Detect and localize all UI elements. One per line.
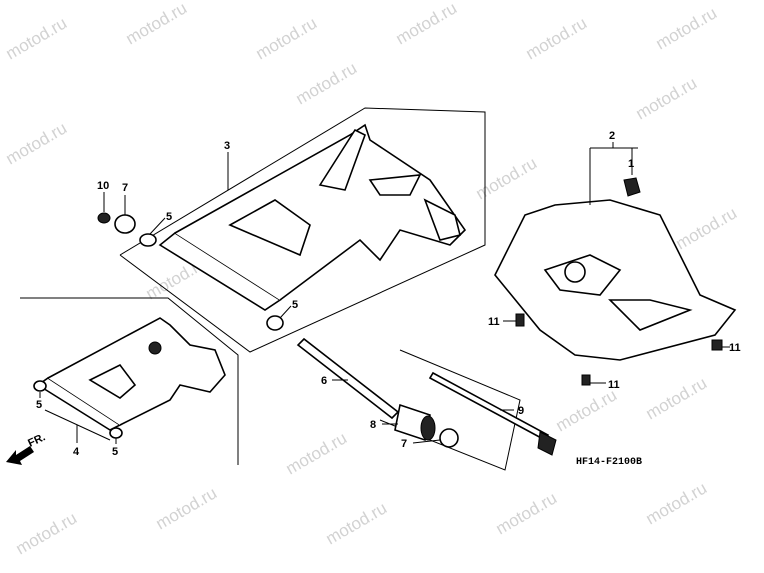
callout-8: 8 (370, 419, 376, 431)
callout-11: 11 (608, 379, 620, 391)
front-direction-arrow: FR. (6, 431, 47, 465)
callout-11: 11 (488, 316, 500, 328)
callout-5: 5 (36, 399, 42, 411)
collar-part (394, 403, 459, 448)
bushing-parts (33, 212, 284, 439)
swingarm-small-part (36, 317, 226, 431)
bolt-11-parts (515, 313, 723, 386)
callout-11: 11 (729, 342, 741, 354)
shaft-part (296, 337, 400, 420)
callout-5: 5 (166, 211, 172, 223)
front-label: FR. (26, 431, 47, 449)
callout-5: 5 (292, 299, 298, 311)
callout-7: 7 (401, 438, 407, 450)
callout-5: 5 (112, 446, 118, 458)
leader-lines (39, 142, 730, 444)
swingarm-assembly-frame (119, 107, 486, 353)
callout-3: 3 (224, 140, 230, 152)
swingarm-small-frame (20, 297, 239, 465)
callout-1: 1 (628, 158, 634, 170)
pivot-bolt-part (428, 371, 557, 456)
skid-plate-part (494, 177, 737, 361)
callout-6: 6 (321, 375, 327, 387)
callout-2: 2 (609, 130, 615, 142)
callout-7: 7 (122, 182, 128, 194)
callout-9: 9 (518, 405, 524, 417)
callout-4: 4 (73, 446, 80, 458)
callout-10: 10 (97, 180, 109, 192)
swingarm-part (158, 123, 467, 311)
diagram-code: HF14-F2100B (576, 457, 642, 468)
